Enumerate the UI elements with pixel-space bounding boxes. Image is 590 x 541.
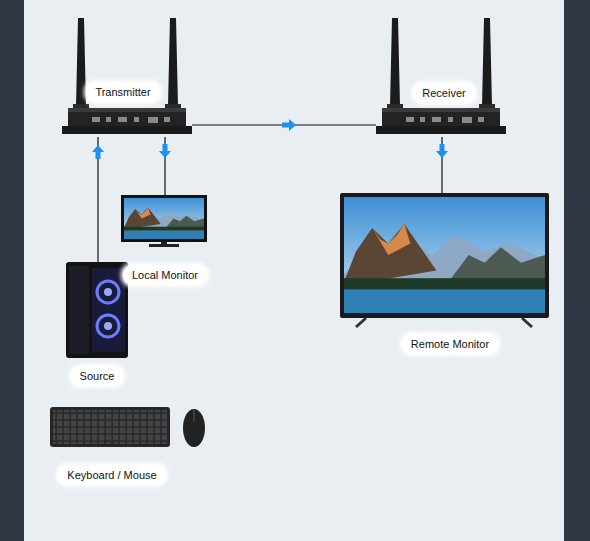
signal-connector (92, 137, 104, 262)
fan-hub (104, 288, 112, 296)
local-monitor-picture (121, 195, 207, 247)
tv-leg (356, 318, 366, 327)
device-label: Transmitter (86, 82, 159, 102)
signal-connector (436, 137, 448, 193)
device-node: Remote Monitor (338, 193, 551, 356)
device-node: Source (60, 262, 136, 388)
device-node: Transmitter (62, 18, 192, 137)
device-label: Keyboard / Mouse (58, 465, 165, 485)
device-label: Source (71, 366, 124, 386)
fan-glow (97, 281, 119, 303)
device-label: Local Monitor (123, 265, 207, 285)
mouse-split (194, 410, 195, 422)
frame-strip (564, 0, 590, 541)
pc-window (92, 268, 125, 352)
monitor-base (149, 244, 179, 247)
arrow-head (159, 144, 171, 158)
tv-frame (340, 193, 549, 318)
device-node: Local Monitor (118, 195, 212, 288)
pc-front (69, 266, 89, 354)
transmitter-device (62, 18, 192, 134)
device-node: Receiver (376, 18, 506, 137)
signal-connector (192, 119, 376, 131)
monitor-frame (121, 195, 207, 242)
frame-strip (0, 0, 24, 541)
arrow-head (282, 119, 296, 131)
fan-hub (104, 322, 112, 330)
pc-case (66, 262, 128, 358)
arrow-head (436, 144, 448, 158)
fan-glow (97, 315, 119, 337)
receiver-device (376, 18, 506, 134)
device-node: Keyboard / Mouse (46, 405, 218, 488)
keyboard-mouse-picture (50, 407, 205, 447)
arrow-head (92, 145, 104, 159)
device-label: Remote Monitor (402, 334, 498, 354)
keyboard-keys (53, 410, 167, 444)
signal-connector (159, 137, 171, 195)
keyboard (50, 407, 170, 447)
tv-leg (522, 318, 532, 327)
mouse (183, 409, 205, 447)
device-label: Receiver (413, 83, 474, 103)
pc-tower-picture (66, 262, 128, 358)
remote-monitor-picture (340, 193, 549, 327)
tv-screen (344, 197, 545, 313)
monitor-screen (124, 198, 204, 239)
